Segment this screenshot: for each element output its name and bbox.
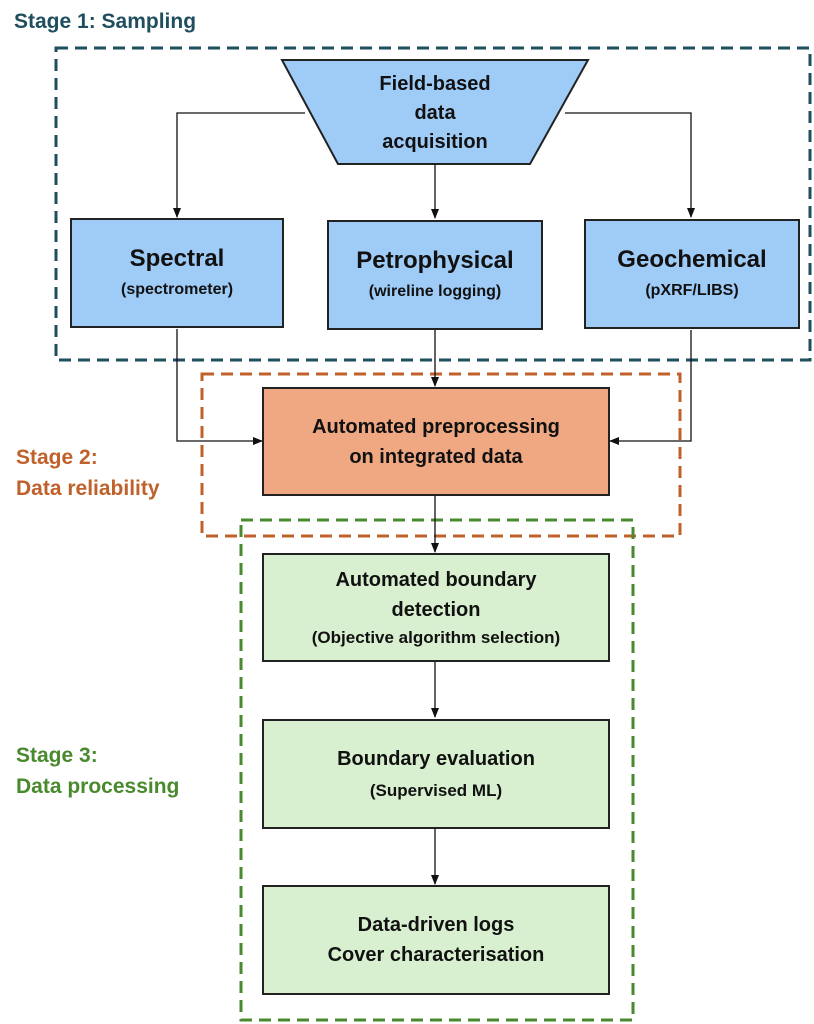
stage2-label-line2: Data reliability <box>16 477 160 500</box>
geochemical-node: Geochemical (pXRF/LIBS) <box>584 219 800 329</box>
logs-line1: Data-driven logs <box>357 914 515 936</box>
data-driven-logs-node: Data-driven logs Cover characterisation <box>262 885 610 995</box>
acquisition-node: Field-based data acquisition <box>282 70 588 157</box>
preprocessing-line2: on integrated data <box>349 445 523 468</box>
connector-acquisition-spectral <box>173 112 305 218</box>
acquisition-line3: acquisition <box>382 131 488 153</box>
stage3-label-line2: Data processing <box>16 775 180 798</box>
spectral-node: Spectral (spectrometer) <box>70 218 284 328</box>
stage1-label: Stage 1: Sampling <box>14 10 197 33</box>
petrophysical-node: Petrophysical (wireline logging) <box>327 220 543 330</box>
geochemical-title: Geochemical <box>617 246 767 273</box>
stage2-boundary <box>200 372 682 538</box>
stage3-label: Stage 3: Data processing <box>16 740 179 802</box>
stage3-boundary <box>239 518 635 1022</box>
boundary-evaluation-subtitle: (Supervised ML) <box>369 781 503 800</box>
preprocessing-line1: Automated preprocessing <box>312 415 560 438</box>
geochemical-subtitle: (pXRF/LIBS) <box>645 282 739 299</box>
boundary-detection-subtitle: (Objective algorithm selection) <box>311 627 561 647</box>
connector-spectral-preprocessing <box>176 329 263 445</box>
boundary-detection-node: Automated boundary detection (Objective … <box>262 553 610 662</box>
petrophysical-title: Petrophysical <box>356 247 514 274</box>
stage2-label: Stage 2: Data reliability <box>16 442 160 504</box>
acquisition-funnel-shape <box>280 59 590 165</box>
boundary-evaluation-line1: Boundary evaluation <box>337 748 535 770</box>
spectral-subtitle: (spectrometer) <box>120 281 234 298</box>
logs-line2: Cover characterisation <box>327 944 545 966</box>
connector-acquisition-geochemical <box>565 112 695 218</box>
acquisition-line1: Field-based <box>379 73 491 95</box>
stage1-boundary <box>54 46 812 362</box>
boundary-detection-line2: detection <box>391 598 481 621</box>
petrophysical-subtitle: (wireline logging) <box>368 283 502 300</box>
acquisition-line2: data <box>414 102 456 124</box>
stage2-label-line1: Stage 2: <box>16 446 98 469</box>
boundary-detection-line1: Automated boundary <box>335 568 537 591</box>
stage3-label-line1: Stage 3: <box>16 744 98 767</box>
boundary-evaluation-node: Boundary evaluation (Supervised ML) <box>262 719 610 829</box>
preprocessing-node: Automated preprocessing on integrated da… <box>262 387 610 496</box>
spectral-title: Spectral <box>129 245 225 272</box>
connector-geochemical-preprocessing <box>609 330 692 445</box>
